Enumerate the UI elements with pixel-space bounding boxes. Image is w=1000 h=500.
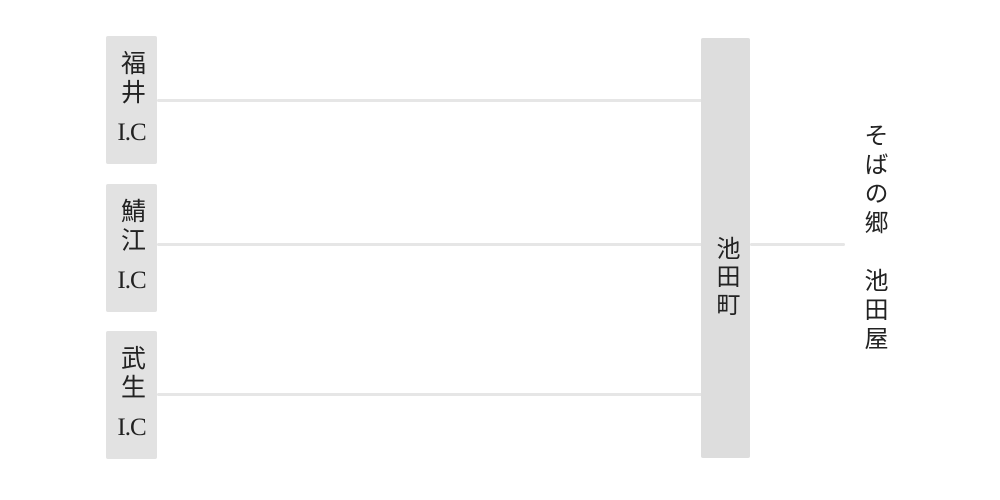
town-ikeda-bar: 池田町 [701,38,750,458]
road-to-destination [750,243,845,246]
interchange-takefu: 武生 I.C [106,331,157,459]
road-sabae-to-ikeda [157,243,702,246]
road-fukui-to-ikeda [157,99,702,102]
interchange-suffix: I.C [117,119,146,146]
interchange-suffix: I.C [117,267,146,294]
town-name: 池田町 [712,236,740,320]
road-takefu-to-ikeda [157,393,702,396]
interchange-suffix: I.C [117,414,146,441]
interchange-name: 鯖江 [117,198,147,256]
interchange-name: 武生 [117,345,147,403]
destination-label: そばの郷 池田屋 [860,123,888,355]
interchange-fukui: 福井 I.C [106,36,157,164]
interchange-sabae: 鯖江 I.C [106,184,157,312]
interchange-name: 福井 [117,50,147,108]
